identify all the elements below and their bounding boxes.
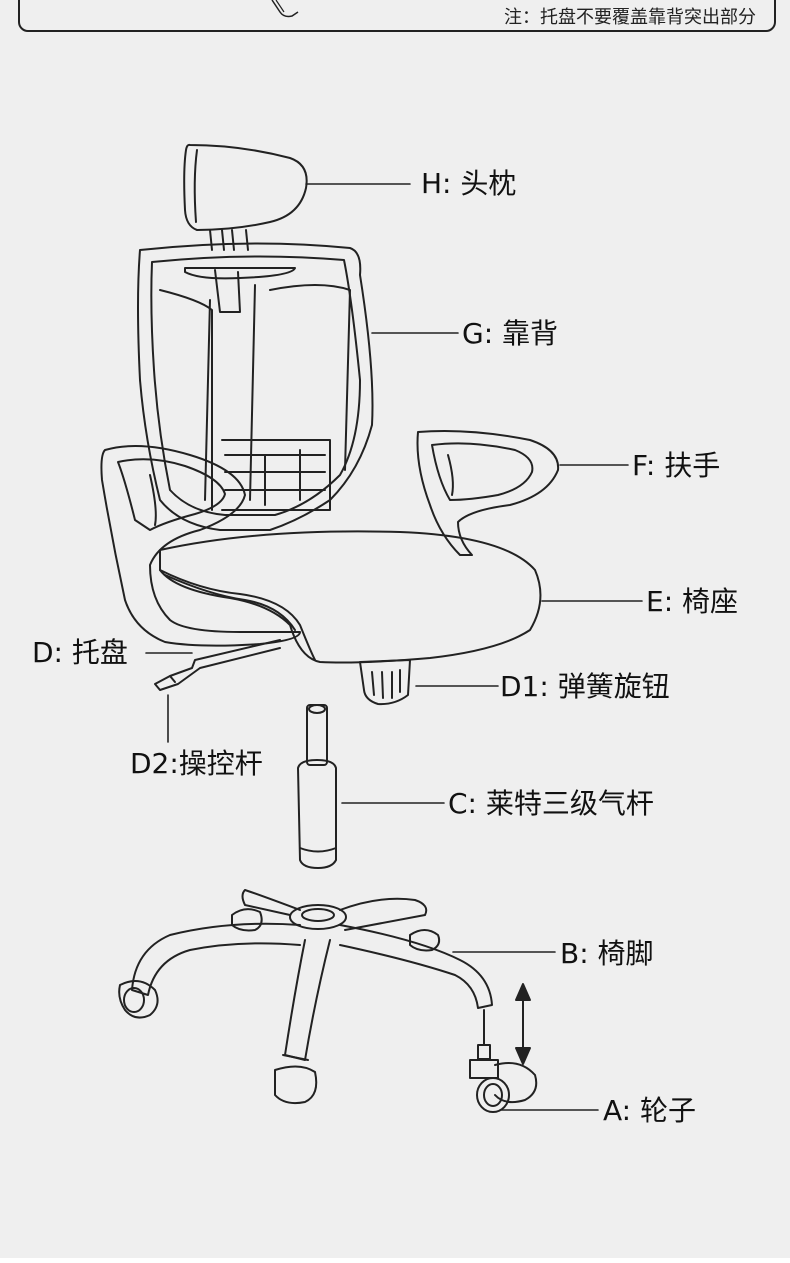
right-armrest-part	[416, 430, 560, 556]
label-base: B: 椅脚	[560, 937, 654, 970]
note-text: 注：托盘不要覆盖靠背突出部分	[504, 7, 756, 28]
label-caster: A: 轮子	[603, 1094, 696, 1127]
bottom-strip	[0, 1258, 790, 1263]
backrest-part	[137, 242, 374, 531]
headrest-part	[183, 143, 308, 251]
casters-part	[118, 908, 538, 1113]
spring-knob-part	[359, 659, 411, 706]
label-gas-lift: C: 莱特三级气杆	[448, 787, 654, 820]
tray-lever-part	[154, 639, 281, 691]
label-spring-knob: D1: 弹簧旋钮	[500, 670, 670, 703]
label-backrest: G: 靠背	[462, 317, 559, 350]
leader-lines	[145, 183, 643, 1111]
note-box: 注：托盘不要覆盖靠背突出部分	[18, 0, 776, 32]
label-seat: E: 椅座	[646, 585, 739, 618]
label-armrest: F: 扶手	[632, 449, 721, 482]
left-armrest-part	[100, 445, 301, 647]
seat-part	[159, 530, 542, 664]
height-arrow	[515, 983, 531, 1065]
hand-icon	[271, 0, 299, 18]
base-part	[131, 889, 493, 1061]
label-tray: D: 托盘	[32, 636, 128, 669]
gas-lift-part	[297, 704, 337, 869]
label-lever: D2:操控杆	[130, 747, 263, 780]
label-headrest: H: 头枕	[421, 167, 517, 200]
